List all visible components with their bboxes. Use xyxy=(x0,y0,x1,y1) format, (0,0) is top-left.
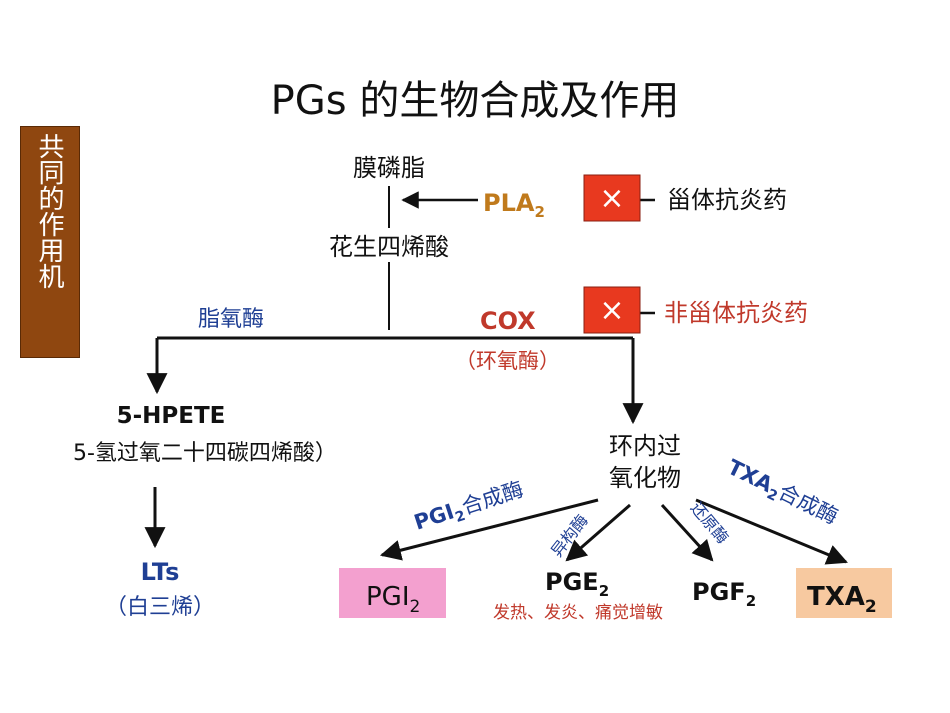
steroid-drug-label: 甾体抗炎药 xyxy=(667,186,787,214)
endoperoxide-label-1: 环内过 xyxy=(609,432,681,460)
nsaid-block-box xyxy=(583,286,641,334)
pgi2-label: PGI2 xyxy=(366,582,420,617)
svg-text:异构酶: 异构酶 xyxy=(547,511,592,561)
nsaid-block-mark: × xyxy=(599,293,624,328)
pgi2-box xyxy=(339,568,446,618)
membrane-label: 膜磷脂 xyxy=(353,154,425,182)
arrow-to-pgi2 xyxy=(379,498,599,561)
lts-label: LTs xyxy=(141,558,180,586)
pgi2-synthase-label: PGI2合成酶 xyxy=(411,477,527,539)
svg-text:PGI2合成酶: PGI2合成酶 xyxy=(411,477,527,539)
txa2-box xyxy=(796,568,892,618)
arachidonic-label: 花生四烯酸 xyxy=(329,233,449,261)
isomerase-label: 异构酶 xyxy=(547,511,592,561)
txa2-synthase-label: TXA2合成酶 xyxy=(722,455,842,533)
lts-cn-label: （白三烯） xyxy=(105,595,215,620)
arrow-to-pge2 xyxy=(565,503,631,562)
pgf2-label: PGF2 xyxy=(692,578,756,610)
pge2-label: PGE2 xyxy=(545,568,609,600)
arrow-to-txa2 xyxy=(695,498,848,565)
steroid-block-mark: × xyxy=(599,181,624,216)
arrow-to-pgf2 xyxy=(660,503,714,562)
page-title: PGs 的生物合成及作用 xyxy=(270,78,680,124)
cox-cn-label: （环氧酶） xyxy=(455,349,560,373)
hpete-cn-label: 5-氢过氧二十四碳四烯酸） xyxy=(73,441,337,466)
pla2-label: PLA2 xyxy=(483,189,545,221)
txa2-label: TXA2 xyxy=(807,582,877,617)
steroid-block-box xyxy=(583,174,641,222)
side-label: 共同的作用机 xyxy=(34,133,64,289)
side-label-box: 共同的作用机 xyxy=(20,126,80,358)
pge2-effects-label: 发热、发炎、痛觉增敏 xyxy=(493,603,663,623)
hpete-label: 5-HPETE xyxy=(117,403,226,429)
cox-label: COX xyxy=(480,307,536,335)
svg-text:TXA2合成酶: TXA2合成酶 xyxy=(722,455,842,533)
lipoxygenase-label: 脂氧酶 xyxy=(198,307,264,332)
endoperoxide-label-2: 氧化物 xyxy=(609,464,681,492)
nsaid-drug-label: 非甾体抗炎药 xyxy=(664,299,808,327)
